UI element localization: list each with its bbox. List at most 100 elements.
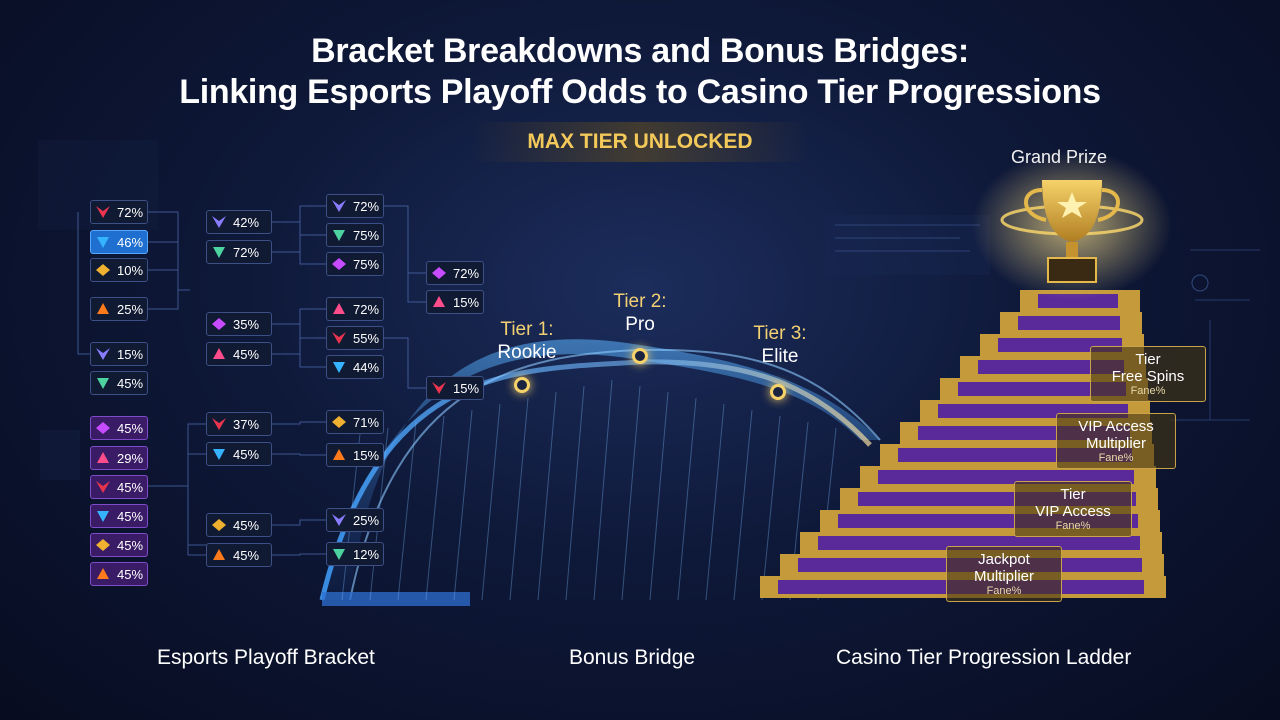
team-win-odds: 15%	[353, 447, 380, 463]
trophy-stem	[1066, 242, 1078, 258]
bracket-connector-line	[272, 205, 326, 223]
team-win-odds: 55%	[353, 330, 380, 346]
team-logo-icon	[212, 519, 226, 531]
team-win-odds: 45%	[117, 566, 144, 582]
bg-panel-lines	[835, 224, 1260, 421]
team-logo-icon	[97, 237, 109, 248]
tier-2-label: Tier 2: Pro	[595, 290, 685, 336]
page-title-line-2: Linking Esports Playoff Odds to Casino T…	[179, 73, 1101, 111]
bracket-team-chip: 72%	[326, 297, 384, 321]
bracket-team-chip: 45%	[206, 342, 272, 366]
team-logo-icon	[332, 258, 346, 270]
team-win-odds: 45%	[117, 537, 144, 553]
bridge-ribs	[341, 379, 837, 601]
team-logo-icon	[212, 318, 226, 330]
reward-box-line: Tier	[1135, 351, 1161, 368]
team-logo-icon	[97, 568, 109, 579]
bg-target-icon	[1191, 274, 1209, 292]
bracket-team-chip: 15%	[326, 443, 384, 467]
bracket-team-chip: 45%	[90, 416, 148, 440]
team-logo-icon	[332, 416, 346, 428]
reward-box-line: VIP Access	[1078, 418, 1154, 435]
reward-box-free-spins: Tier Free Spins Fane%	[1090, 346, 1206, 402]
bracket-team-chip: 45%	[90, 371, 148, 395]
bracket-team-chip: 44%	[326, 355, 384, 379]
team-logo-icon	[96, 206, 110, 218]
bracket-team-chip: 45%	[90, 504, 148, 528]
team-logo-icon	[432, 382, 446, 394]
section-label-bracket: Esports Playoff Bracket	[157, 646, 375, 669]
bridge-rib	[509, 397, 529, 601]
bracket-team-chip: 37%	[206, 412, 272, 436]
team-win-odds: 15%	[453, 380, 480, 396]
bracket-team-chip: 29%	[90, 446, 148, 470]
reward-box-sub: Fane%	[1055, 520, 1091, 532]
team-win-odds: 12%	[353, 546, 380, 562]
team-win-odds: 46%	[117, 234, 144, 250]
team-logo-icon	[97, 303, 109, 314]
team-logo-icon	[213, 449, 225, 460]
bonus-bridge	[319, 339, 881, 606]
team-win-odds: 71%	[353, 414, 380, 430]
bracket-team-chip: 55%	[326, 326, 384, 350]
bracket-team-chip: 72%	[90, 200, 148, 224]
bridge-base	[322, 592, 470, 606]
team-win-odds: 45%	[117, 508, 144, 524]
bracket-connector-line	[272, 353, 326, 368]
bg-panel-left-2	[40, 430, 80, 480]
bridge-rib	[677, 397, 697, 601]
bridge-rib	[425, 415, 445, 601]
stair-carpet	[958, 382, 1126, 396]
team-win-odds: 45%	[117, 420, 144, 436]
stair-carpet	[878, 470, 1134, 484]
bracket-team-chip: 25%	[90, 297, 148, 321]
team-win-odds: 15%	[117, 346, 144, 362]
reward-box-vip-access: Tier VIP Access Fane%	[1014, 481, 1132, 537]
team-win-odds: 45%	[233, 517, 260, 533]
team-logo-icon	[212, 216, 226, 228]
bracket-connector-line	[272, 421, 326, 425]
team-logo-icon	[97, 511, 109, 522]
tier-2-marker	[632, 348, 648, 364]
bracket-connector-line	[384, 337, 426, 389]
tier-3-label: Tier 3: Elite	[735, 322, 825, 368]
reward-box-sub: Fane%	[1098, 452, 1134, 464]
bg-panel-right	[825, 215, 990, 275]
bridge-rib	[761, 415, 781, 601]
team-logo-icon	[213, 348, 225, 359]
bracket-connector-line	[272, 251, 326, 265]
team-logo-icon	[97, 378, 109, 389]
team-logo-icon	[96, 264, 110, 276]
bracket-team-chip: 75%	[326, 223, 384, 247]
reward-box-line: Multiplier	[973, 568, 1034, 585]
section-label-ladder: Casino Tier Progression Ladder	[836, 646, 1132, 669]
team-win-odds: 45%	[233, 346, 260, 362]
bracket-connector-line	[77, 212, 90, 355]
section-label-bridge: Bonus Bridge	[569, 646, 696, 669]
team-win-odds: 42%	[233, 214, 260, 230]
bridge-rib	[733, 409, 753, 601]
tier-1-name: Tier 1:	[500, 319, 554, 340]
bracket-team-chip: 42%	[206, 210, 272, 234]
stair-carpet	[1018, 316, 1120, 330]
team-logo-icon	[96, 348, 110, 360]
bridge-rib	[397, 421, 417, 601]
team-logo-icon	[332, 332, 346, 344]
bracket-connectors	[77, 205, 426, 556]
bracket-team-chip: 72%	[326, 194, 384, 218]
bracket-team-chip: 72%	[206, 240, 272, 264]
bridge-rib	[705, 403, 725, 601]
reward-box-sub: Fane%	[1130, 385, 1166, 397]
team-win-odds: 29%	[117, 450, 144, 466]
bracket-team-chip: 75%	[326, 252, 384, 276]
tier-1-label: Tier 1: Rookie	[482, 318, 572, 364]
grand-prize-label: Grand Prize	[1011, 147, 1108, 167]
team-logo-icon	[96, 481, 110, 493]
team-win-odds: 75%	[353, 256, 380, 272]
bracket-team-chip: 45%	[206, 513, 272, 537]
bracket-connector-line	[299, 309, 326, 367]
bracket-team-chip: 15%	[426, 290, 484, 314]
bracket-team-chip: 71%	[326, 410, 384, 434]
team-win-odds: 45%	[233, 446, 260, 462]
